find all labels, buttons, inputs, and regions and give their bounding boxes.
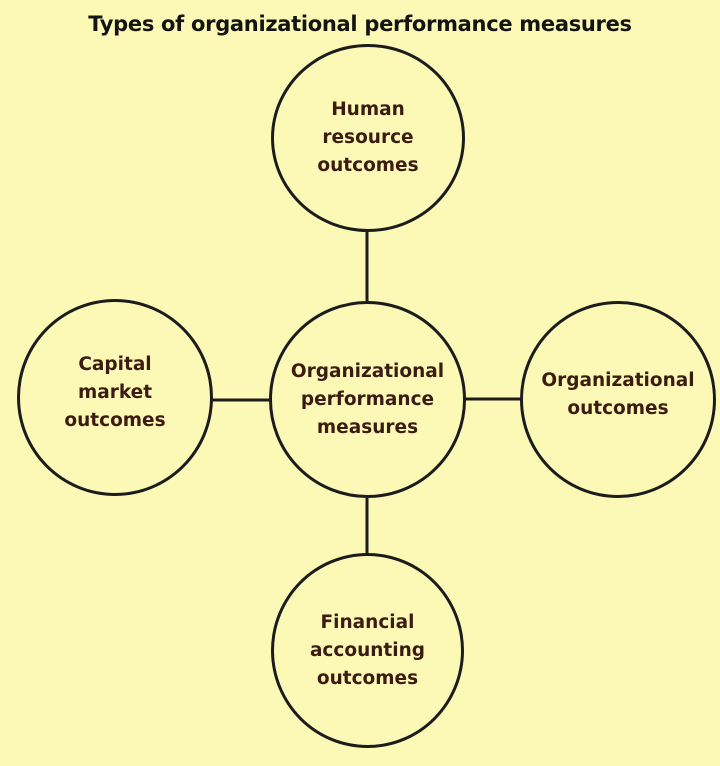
node-label: Human resource outcomes	[317, 99, 419, 176]
node-label: Organizational performance measures	[290, 360, 445, 438]
node-financial-accounting-outcomes: Financial accounting outcomes	[271, 553, 464, 748]
node-label: Organizational outcomes	[541, 369, 695, 419]
node-label: Capital market outcomes	[64, 353, 166, 431]
node-organizational-performance-measures: Organizational performance measures	[269, 301, 466, 498]
node-label: Financial accounting outcomes	[309, 611, 426, 689]
node-organizational-outcomes: Organizational outcomes	[520, 301, 716, 498]
node-capital-market-outcomes: Capital market outcomes	[17, 299, 213, 496]
node-human-resource-outcomes: Human resource outcomes	[271, 44, 465, 232]
diagram-title: Types of organizational performance meas…	[88, 12, 632, 36]
